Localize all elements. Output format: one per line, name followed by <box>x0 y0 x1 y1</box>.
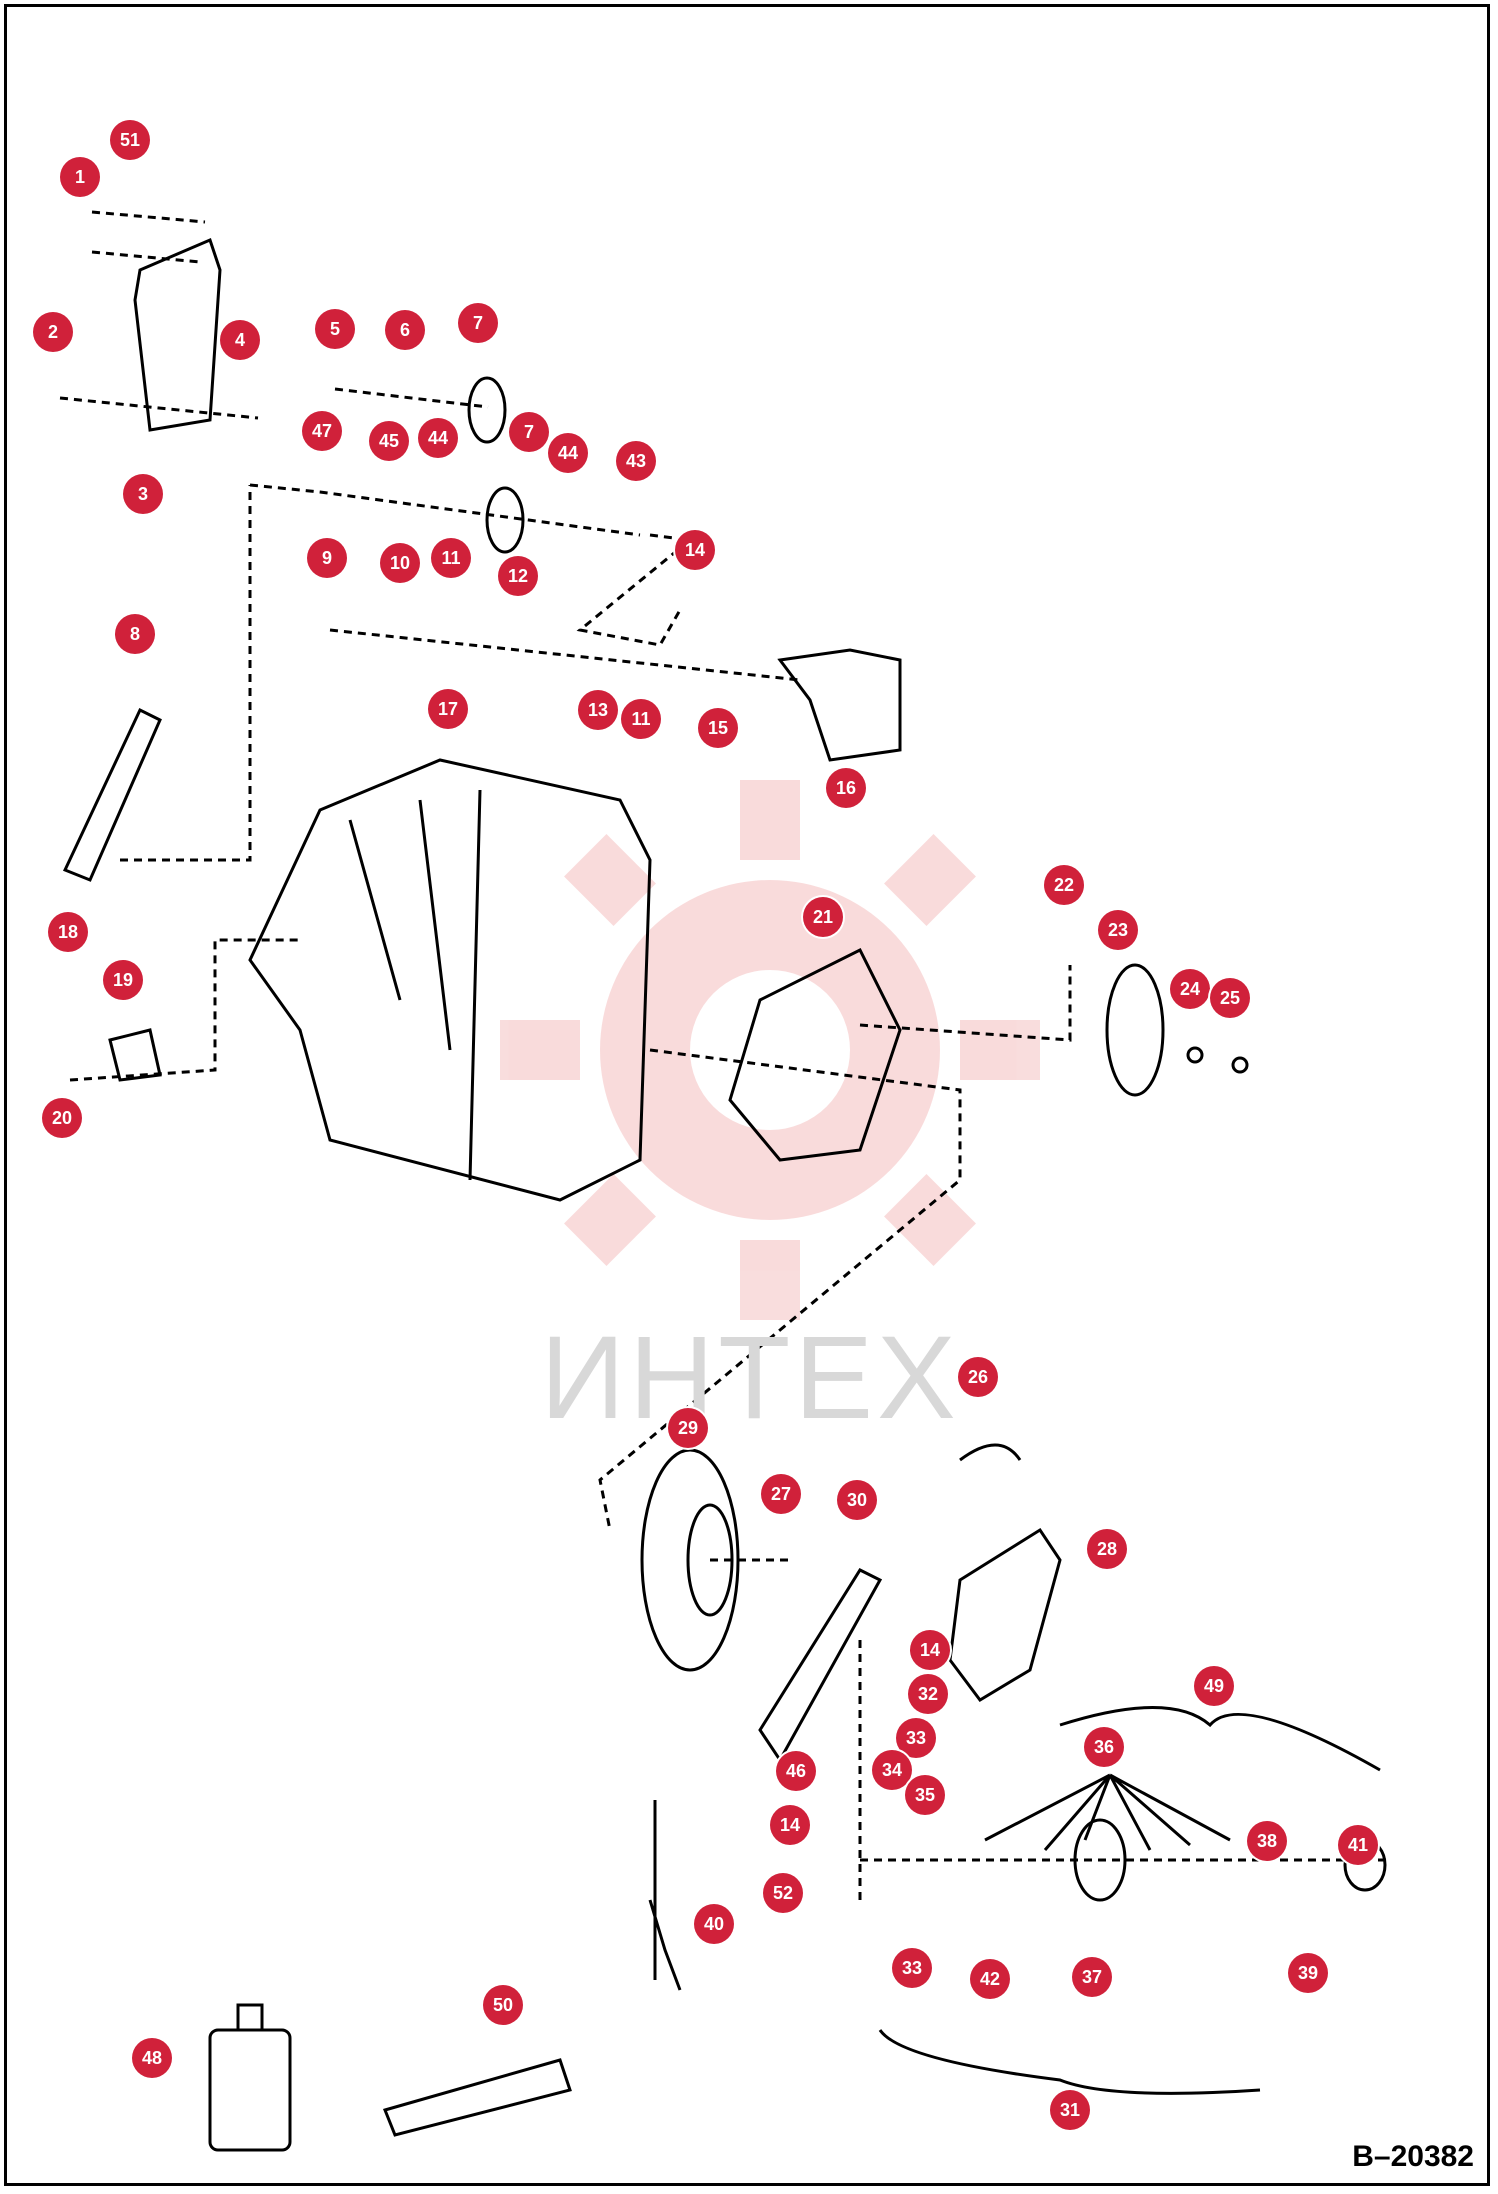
callout-17[interactable]: 17 <box>428 689 468 729</box>
callout-46[interactable]: 46 <box>776 1751 816 1791</box>
timing-cover <box>728 947 902 1162</box>
watermark-text: ИНТЕХ <box>540 1312 960 1444</box>
callout-6[interactable]: 6 <box>385 310 425 350</box>
oil-bottle <box>208 2028 292 2152</box>
callout-33a[interactable]: 33 <box>896 1718 936 1758</box>
callout-37[interactable]: 37 <box>1072 1957 1112 1997</box>
fan-belt <box>62 707 162 882</box>
callout-29[interactable]: 29 <box>668 1408 708 1448</box>
callout-1[interactable]: 1 <box>60 157 100 197</box>
sealant-tube <box>382 2058 572 2137</box>
callout-25[interactable]: 25 <box>1210 978 1250 1018</box>
callout-14b[interactable]: 14 <box>910 1630 950 1670</box>
callout-45[interactable]: 45 <box>369 421 409 461</box>
callout-24[interactable]: 24 <box>1170 969 1210 1009</box>
callout-43[interactable]: 43 <box>616 441 656 481</box>
callout-19[interactable]: 19 <box>103 960 143 1000</box>
callout-20[interactable]: 20 <box>42 1098 82 1138</box>
callout-7b[interactable]: 7 <box>509 412 549 452</box>
callout-16[interactable]: 16 <box>826 768 866 808</box>
callout-52[interactable]: 52 <box>763 1873 803 1913</box>
flywheel-housing <box>948 1527 1062 1702</box>
callout-27[interactable]: 27 <box>761 1474 801 1514</box>
callout-26[interactable]: 26 <box>958 1357 998 1397</box>
diagram-frame <box>4 4 1490 2186</box>
callout-42[interactable]: 42 <box>970 1959 1010 1999</box>
callout-48[interactable]: 48 <box>132 2038 172 2078</box>
callout-9[interactable]: 9 <box>307 538 347 578</box>
crank-pulley <box>1105 963 1165 1097</box>
callout-22[interactable]: 22 <box>1044 865 1084 905</box>
belt-tensioner-bracket <box>777 648 902 762</box>
callout-40[interactable]: 40 <box>694 1904 734 1944</box>
callout-5[interactable]: 5 <box>315 309 355 349</box>
callout-31[interactable]: 31 <box>1050 2090 1090 2130</box>
callout-28[interactable]: 28 <box>1087 1529 1127 1569</box>
callout-11a[interactable]: 11 <box>431 538 471 578</box>
callout-11b[interactable]: 11 <box>621 699 661 739</box>
drive-belt <box>758 1568 883 1763</box>
callout-23[interactable]: 23 <box>1098 910 1138 950</box>
document-number: B–20382 <box>1352 2140 1474 2173</box>
callout-38[interactable]: 38 <box>1247 1821 1287 1861</box>
callout-7a[interactable]: 7 <box>458 303 498 343</box>
callout-36[interactable]: 36 <box>1084 1727 1124 1767</box>
engine-bracket <box>133 237 222 432</box>
callout-50[interactable]: 50 <box>483 1985 523 2025</box>
callout-35[interactable]: 35 <box>905 1775 945 1815</box>
callout-44b[interactable]: 44 <box>548 433 588 473</box>
bearing-pulley <box>1073 1818 1127 1902</box>
callout-12[interactable]: 12 <box>498 556 538 596</box>
engine-block <box>248 758 652 1202</box>
callout-41[interactable]: 41 <box>1338 1825 1378 1865</box>
callout-10[interactable]: 10 <box>380 543 420 583</box>
callout-2[interactable]: 2 <box>33 312 73 352</box>
idler-pulley <box>467 376 507 444</box>
callout-32[interactable]: 32 <box>908 1674 948 1714</box>
callout-15[interactable]: 15 <box>698 708 738 748</box>
callout-44a[interactable]: 44 <box>418 418 458 458</box>
callout-51[interactable]: 51 <box>110 120 150 160</box>
callout-49[interactable]: 49 <box>1194 1666 1234 1706</box>
callout-30[interactable]: 30 <box>837 1480 877 1520</box>
callout-14c[interactable]: 14 <box>770 1805 810 1845</box>
callout-13[interactable]: 13 <box>578 690 618 730</box>
callout-47[interactable]: 47 <box>302 411 342 451</box>
flywheel <box>640 1448 740 1672</box>
callout-39[interactable]: 39 <box>1288 1953 1328 1993</box>
callout-8[interactable]: 8 <box>115 614 155 654</box>
sensor-housing <box>108 1028 162 1082</box>
callout-34[interactable]: 34 <box>872 1750 912 1790</box>
callout-3[interactable]: 3 <box>123 474 163 514</box>
callout-4[interactable]: 4 <box>220 320 260 360</box>
callout-18[interactable]: 18 <box>48 912 88 952</box>
callout-21[interactable]: 21 <box>803 897 843 937</box>
callout-14a[interactable]: 14 <box>675 530 715 570</box>
idler-pulley-2 <box>485 486 525 554</box>
watermark-gear-icon <box>500 780 1040 1320</box>
callout-33b[interactable]: 33 <box>892 1948 932 1988</box>
